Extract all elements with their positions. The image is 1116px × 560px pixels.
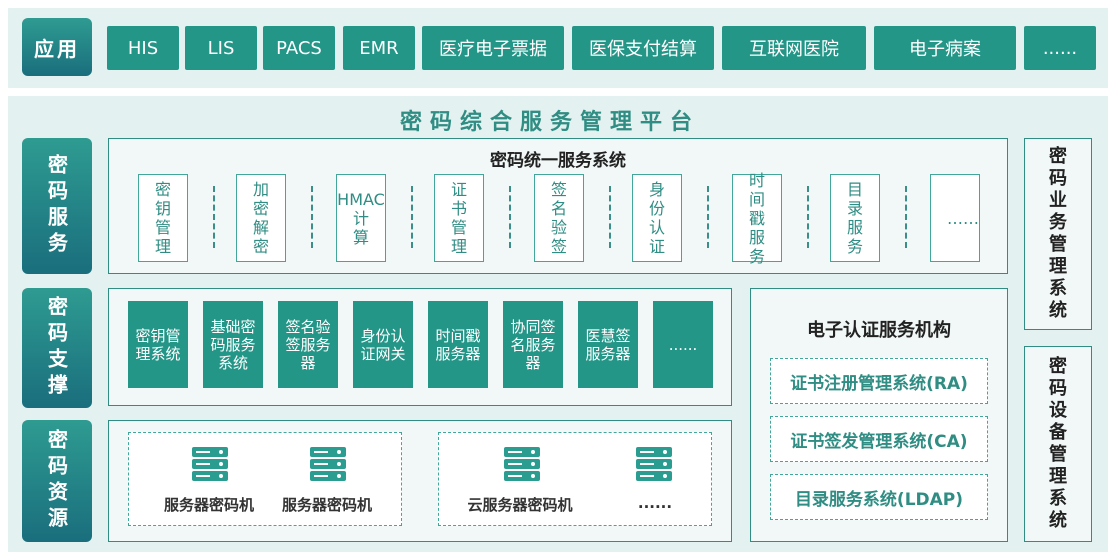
resource-caption: 服务器密码机	[163, 496, 254, 514]
support-item: 基础密码服务系统	[203, 301, 263, 388]
service-divider	[609, 186, 611, 248]
platform-title: 密码综合服务管理平台	[399, 110, 700, 135]
service-item-label: ……	[947, 208, 979, 228]
support-item: 身份认证网关	[353, 301, 413, 388]
device-management-label: 密码设备管理系统	[1049, 356, 1067, 531]
service-tag: 密码服务	[22, 138, 92, 274]
service-divider	[905, 186, 907, 248]
service-item: 时间戳服务	[732, 171, 782, 266]
application-item: 医保支付结算	[572, 26, 714, 70]
application-tag: 应用	[22, 18, 92, 76]
support-item-label: 医慧签服务器	[585, 326, 631, 363]
server-icon	[635, 446, 673, 482]
service-item: 签名验签	[534, 174, 584, 262]
business-management-label: 密码业务管理系统	[1049, 146, 1067, 321]
ca-title: 电子认证服务机构	[807, 320, 951, 341]
service-item: 加密解密	[236, 174, 286, 262]
support-item-label: 身份认证网关	[360, 326, 406, 363]
application-item: ......	[1024, 26, 1096, 70]
application-item: 电子病案	[874, 26, 1016, 70]
service-item-label: 时间戳服务	[749, 170, 766, 266]
server-icon	[503, 446, 541, 482]
service-panel-title: 密码统一服务系统	[490, 151, 626, 171]
server-icon	[191, 446, 229, 482]
support-item: 时间戳服务器	[428, 301, 488, 388]
server-icon	[309, 446, 347, 482]
resource-group-1	[128, 432, 402, 526]
resource-caption: 服务器密码机	[281, 496, 372, 514]
support-panel	[108, 288, 732, 406]
application-item: LIS	[185, 26, 257, 70]
service-item: 密钥管理	[138, 174, 188, 262]
service-item: 证书管理	[434, 174, 484, 262]
support-item: 医慧签服务器	[578, 301, 638, 388]
support-tag: 密码支撑	[22, 288, 92, 408]
support-item-label: 密钥管理系统	[135, 326, 181, 363]
application-item: HIS	[107, 26, 179, 70]
application-item: PACS	[263, 26, 335, 70]
support-item-label: 时间戳服务器	[435, 326, 481, 363]
service-item-label: 目录服务	[847, 180, 864, 256]
resource-caption: 云服务器密码机	[467, 496, 573, 514]
ca-item: 证书签发管理系统(CA)	[770, 416, 988, 462]
service-item-label: 身份认证	[649, 180, 666, 256]
service-item-label: 证书管理	[451, 180, 468, 256]
support-item: 密钥管理系统	[128, 301, 188, 388]
ca-item: 证书注册管理系统(RA)	[770, 358, 988, 404]
support-item-label: 签名验签服务器	[285, 317, 331, 372]
service-divider	[311, 186, 313, 248]
service-item-label: 签名验签	[551, 180, 568, 256]
support-item-label: 协同签名服务器	[510, 317, 556, 372]
support-item: ......	[653, 301, 713, 388]
business-management-tag: 密码业务管理系统	[1024, 138, 1092, 330]
ca-item: 目录服务系统(LDAP)	[770, 474, 988, 520]
service-item: 身份认证	[632, 174, 682, 262]
service-item-label: 加密解密	[253, 180, 270, 256]
application-item: 医疗电子票据	[422, 26, 564, 70]
service-item: ……	[930, 174, 980, 262]
service-divider	[509, 186, 511, 248]
service-item-label: 密钥管理	[155, 180, 172, 256]
support-item: 签名验签服务器	[278, 301, 338, 388]
service-divider	[213, 186, 215, 248]
support-item-label: 基础密码服务系统	[210, 317, 256, 372]
service-divider	[411, 186, 413, 248]
application-item: 互联网医院	[722, 26, 866, 70]
resource-tag: 密码资源	[22, 420, 92, 542]
application-item: EMR	[343, 26, 415, 70]
support-item-label: ......	[668, 335, 698, 354]
service-item: 目录服务	[830, 174, 880, 262]
resource-caption: ......	[637, 494, 673, 512]
device-management-tag: 密码设备管理系统	[1024, 346, 1092, 542]
support-item: 协同签名服务器	[503, 301, 563, 388]
service-divider	[807, 186, 809, 248]
service-divider	[707, 186, 709, 248]
